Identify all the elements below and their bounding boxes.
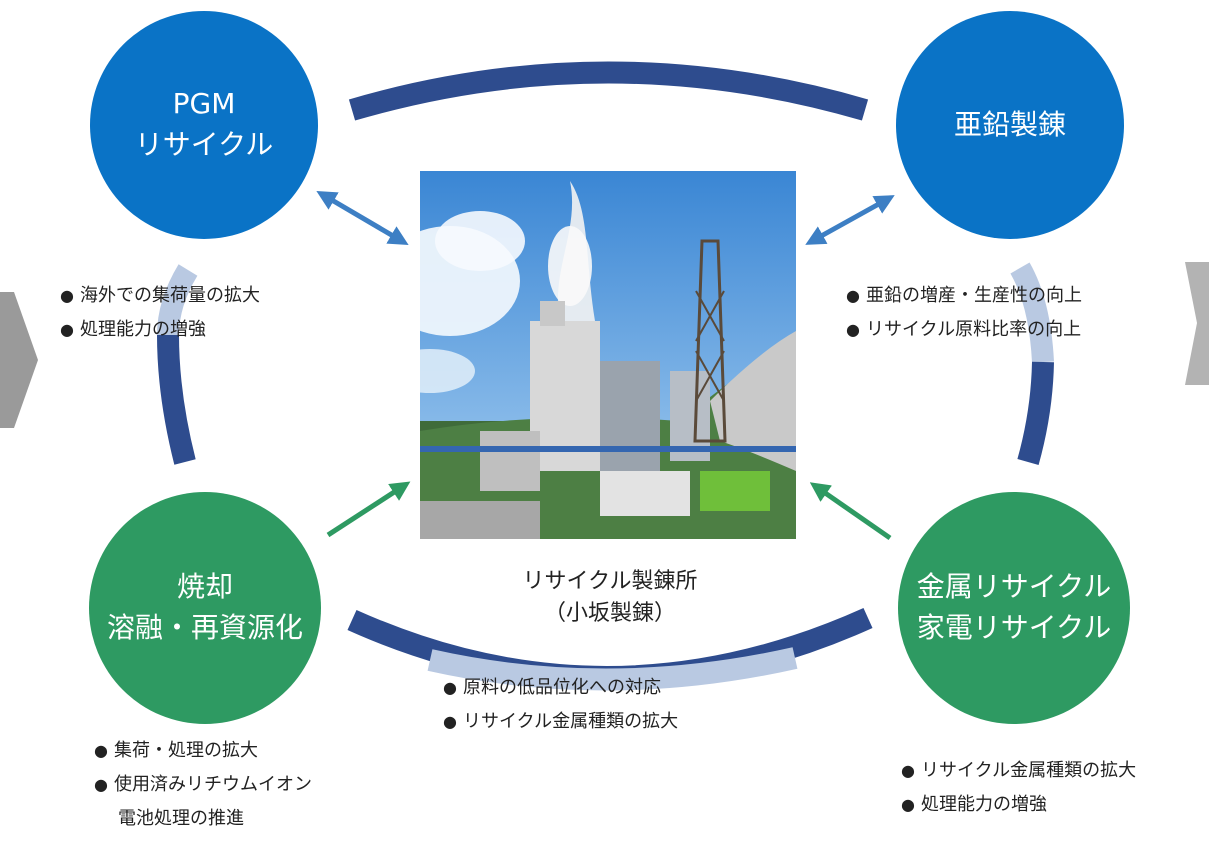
ring-arc-left-dark	[157, 334, 196, 465]
appliance-recycling-label: 家電リサイクル	[916, 611, 1112, 644]
recycling-label: リサイクル	[134, 128, 274, 161]
zinc-smelting-label: 亜鉛製錬	[953, 107, 1066, 141]
incineration-node: 焼却 溶融・再資源化	[89, 492, 321, 724]
list-item-continuation: 電池処理の推進	[118, 808, 244, 829]
list-item: リサイクル原料比率の向上	[846, 313, 1082, 347]
metal-recycling-label: 金属リサイクル	[916, 570, 1112, 604]
list-item: 集荷・処理の拡大	[94, 734, 312, 768]
metal-recycling-node: 金属リサイクル 家電リサイクル	[898, 492, 1130, 724]
list-item: 処理能力の増強	[60, 313, 260, 347]
list-item: 亜鉛の増産・生産性の向上	[846, 279, 1082, 313]
list-item: 原料の低品位化への対応	[443, 671, 678, 705]
center-bullets: 原料の低品位化への対応 リサイクル金属種類の拡大	[443, 671, 678, 739]
arrow-up-right-icon	[326, 481, 411, 538]
center-title: リサイクル製錬所	[522, 569, 698, 594]
pgm-label: PGM	[172, 87, 236, 121]
list-item: 使用済みリチウムイオン	[94, 768, 312, 802]
pgm-recycling-node: PGM リサイクル	[90, 11, 318, 239]
center-subtitle: （小坂製錬）	[543, 601, 676, 626]
list-item: 処理能力の増強	[901, 788, 1136, 822]
chevron-right-decor	[1185, 262, 1209, 385]
double-arrow-icon-pgm	[316, 190, 409, 246]
melting-recovery-label: 溶融・再資源化	[106, 611, 303, 644]
list-item: リサイクル金属種類の拡大	[901, 754, 1136, 788]
zinc-bullets: 亜鉛の増産・生産性の向上 リサイクル原料比率の向上	[846, 279, 1082, 347]
ring-arc-top	[348, 61, 869, 121]
arrow-up-left-icon	[809, 482, 892, 541]
center-caption: リサイクル製錬所 （小坂製錬）	[470, 566, 750, 630]
double-arrow-icon-zinc	[805, 195, 895, 245]
zinc-smelting-node: 亜鉛製錬	[896, 11, 1124, 239]
list-item: リサイクル金属種類の拡大	[443, 705, 678, 739]
list-item: 海外での集荷量の拡大	[60, 279, 260, 313]
incineration-label: 焼却	[176, 570, 233, 604]
ring-arc-right-dark	[1017, 361, 1054, 465]
smelter-photo	[420, 171, 796, 539]
pgm-bullets: 海外での集荷量の拡大 処理能力の増強	[60, 279, 260, 347]
incineration-bullets: 集荷・処理の拡大 使用済みリチウムイオン 電池処理の推進	[94, 734, 312, 836]
metal-bullets: リサイクル金属種類の拡大 処理能力の増強	[901, 754, 1136, 822]
chevron-left-decor	[0, 292, 38, 428]
